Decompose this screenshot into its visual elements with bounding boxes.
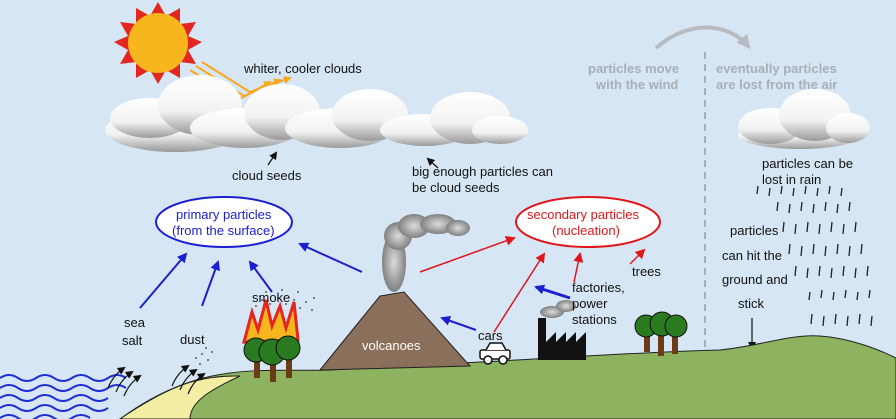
particles-move-line1: particles move [588,61,679,76]
big-enough-label-line1: big enough particles can [412,164,553,179]
rain-icon [756,185,873,327]
tree-icon [243,335,301,382]
sea-salt-label-line2: salt [122,333,143,348]
secondary-particles-line2: (nucleation) [552,223,620,238]
hit-ground-line1: particles [730,223,779,238]
lost-in-rain-line1: particles can be [762,156,853,171]
smoke-label: smoke [252,290,290,305]
cloud-icon [738,89,870,149]
cloud-seeds-arrow [267,151,278,166]
cloud-icon [105,75,528,152]
big-enough-label-line2: be cloud seeds [412,180,500,195]
hit-ground-line3: ground and [722,272,788,287]
lost-from-air-line2: are lost from the air [716,77,837,92]
dust-label: dust [180,332,205,347]
primary-particles-ellipse [155,196,293,248]
particles-move-line2: with the wind [595,77,678,92]
dust-emission-arrows [171,364,206,395]
sun-icon [114,2,202,84]
hit-ground-line2: can hit the [722,248,782,263]
primary-input-arrows [139,242,363,309]
sea-salt-label-line1: sea [124,315,146,330]
factories-label-line3: stations [572,312,617,327]
sea-salt-emission-arrows [107,366,142,397]
fire-icon [242,299,300,344]
primary-particles-line1: primary particles [176,207,272,222]
car-icon [479,342,511,365]
smoke-specks [255,289,315,311]
volcano-icon [318,214,472,371]
secondary-particles-ellipse [515,196,661,248]
cloud-seeds-label: cloud seeds [232,168,302,183]
factory-icon [538,300,586,360]
cars-label: cars [478,328,503,343]
whiter-cooler-clouds-label: whiter, cooler clouds [243,61,362,76]
factories-label-line2: power [572,296,608,311]
lost-in-rain-line2: lost in rain [762,172,821,187]
secondary-input-arrows [419,236,646,333]
lost-from-air-line1: eventually particles [716,61,837,76]
tree-icon [634,311,688,356]
factory-to-cars-arrow [534,284,571,300]
secondary-particles-line1: secondary particles [527,207,639,222]
big-enough-arrow [426,157,439,169]
hit-ground-line4: stick [738,296,765,311]
trees-label: trees [632,264,661,279]
wind-arrow [654,25,751,50]
volcanoes-label: volcanoes [362,338,421,353]
cars-to-volcano-arrow [440,315,477,331]
wave-icon [0,374,127,419]
ground [119,335,896,419]
factories-label-line1: factories, [572,280,625,295]
dust-specks [195,347,213,365]
primary-particles-line2: (from the surface) [172,223,275,238]
sand-beach [119,375,241,419]
